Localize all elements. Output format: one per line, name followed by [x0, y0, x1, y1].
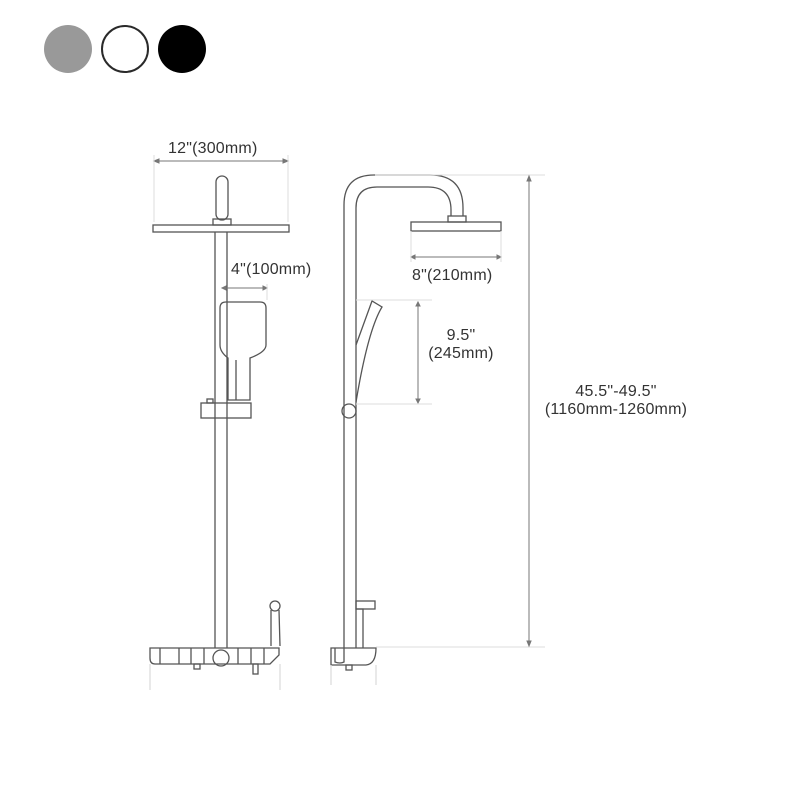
rain-shower-head: [410, 221, 502, 232]
rain-head-width-label: 8"(210mm): [412, 267, 493, 284]
handheld-shower: [219, 301, 267, 401]
slider-knob: [341, 403, 357, 419]
handheld-shower-side: [355, 300, 383, 403]
color-swatch-black[interactable]: [158, 25, 206, 73]
top-connector: [215, 175, 229, 221]
handheld-length-in: 9.5": [446, 327, 476, 344]
handheld-width-dimension: [220, 284, 269, 300]
slider-bracket: [200, 402, 252, 419]
overhead-shower-head: [152, 224, 290, 233]
front-view: [149, 155, 290, 690]
handheld-width-label: 4"(100mm): [231, 261, 312, 278]
color-swatches: [44, 25, 206, 73]
rain-head-width-dimension: [409, 231, 503, 262]
height-range-label: 45.5"-49.5" (1160mm-1260mm): [536, 383, 696, 419]
overhead-width-dimension: [152, 155, 290, 222]
thermostatic-console: [149, 600, 281, 690]
shower-arm: [343, 174, 464, 648]
console-side: [330, 647, 377, 666]
height-range-in: 45.5"-49.5": [575, 383, 657, 400]
handheld-length-dimension: [356, 299, 432, 405]
side-view: [330, 174, 545, 685]
total-height-dimension: [375, 174, 545, 648]
overhead-width-label: 12"(300mm): [168, 140, 258, 157]
color-swatch-white[interactable]: [101, 25, 149, 73]
height-range-mm: (1160mm-1260mm): [544, 401, 688, 418]
color-swatch-grey[interactable]: [44, 25, 92, 73]
handheld-length-label: 9.5" (245mm): [420, 327, 502, 363]
handheld-length-mm: (245mm): [428, 345, 494, 362]
